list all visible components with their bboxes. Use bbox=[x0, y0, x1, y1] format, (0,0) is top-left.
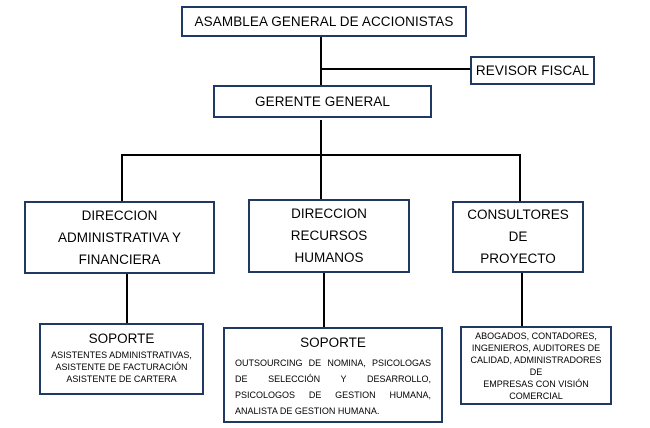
consultores-detalle-box: ABOGADOS, CONTADORES, INGENIEROS, AUDITO… bbox=[460, 326, 612, 405]
consultores-detalle-line4: EMPRESAS CON VISIÓN bbox=[483, 378, 589, 389]
connector-bus-consultores bbox=[519, 154, 521, 202]
connector-revisor bbox=[321, 68, 471, 70]
consultores-box: CONSULTORES DE PROYECTO bbox=[452, 201, 584, 273]
soporte-rrhh-box: SOPORTE OUTSOURCING DE NOMINA, PSICOLOGA… bbox=[223, 327, 443, 423]
consultores-detalle-line5: COMERCIAL bbox=[509, 390, 563, 401]
direccion-rrhh-box: DIRECCION RECURSOS HUMANOS bbox=[248, 199, 410, 273]
consultores-line1: CONSULTORES DE bbox=[467, 207, 569, 244]
connector-admin-soporte bbox=[126, 273, 128, 324]
asamblea-label: ASAMBLEA GENERAL DE ACCIONISTAS bbox=[194, 14, 454, 29]
direccion-rrhh-line2: HUMANOS bbox=[294, 250, 364, 265]
connector-rrhh-soporte bbox=[323, 272, 325, 328]
soporte-rrhh-body: OUTSOURCING DE NOMINA, PSICOLOGAS DE SEL… bbox=[235, 358, 431, 416]
connector-consultores-detalle bbox=[521, 272, 523, 327]
soporte-admin-title: SOPORTE bbox=[88, 331, 155, 346]
soporte-admin-line1: ASISTENTES ADMINISTRATIVAS, bbox=[51, 350, 192, 360]
connector-asamblea-gerente bbox=[320, 35, 322, 86]
direccion-administrativa-box: DIRECCION ADMINISTRATIVA Y FINANCIERA bbox=[24, 201, 215, 274]
soporte-rrhh-title: SOPORTE bbox=[300, 335, 366, 350]
direccion-administrativa-line3: FINANCIERA bbox=[78, 251, 161, 267]
asamblea-box: ASAMBLEA GENERAL DE ACCIONISTAS bbox=[181, 6, 467, 37]
connector-bus-admin bbox=[121, 154, 123, 202]
consultores-detalle-line2: INGENIEROS, AUDITORES DE bbox=[471, 342, 601, 353]
revisor-fiscal-box: REVISOR FISCAL bbox=[470, 56, 595, 85]
soporte-admin-line3: ASISTENTE DE CARTERA bbox=[66, 374, 177, 384]
direccion-administrativa-line1: DIRECCION bbox=[81, 207, 158, 223]
direccion-administrativa-line2: ADMINISTRATIVA Y bbox=[57, 229, 182, 245]
connector-gerente-bus bbox=[320, 120, 322, 155]
revisor-fiscal-label: REVISOR FISCAL bbox=[475, 63, 590, 78]
consultores-line2: PROYECTO bbox=[480, 251, 556, 266]
soporte-admin-line2: ASISTENTE DE FACTURACIÓN bbox=[55, 362, 188, 372]
connector-bus-rrhh bbox=[320, 154, 322, 200]
direccion-rrhh-line1: DIRECCION RECURSOS bbox=[290, 206, 368, 243]
gerente-general-box: GERENTE GENERAL bbox=[213, 85, 432, 118]
gerente-general-label: GERENTE GENERAL bbox=[254, 94, 391, 109]
consultores-detalle-line3: CALIDAD, ADMINISTRADORES DE bbox=[470, 354, 602, 377]
consultores-detalle-line1: ABOGADOS, CONTADORES, bbox=[475, 330, 597, 341]
soporte-admin-box: SOPORTE ASISTENTES ADMINISTRATIVAS, ASIS… bbox=[39, 323, 204, 395]
